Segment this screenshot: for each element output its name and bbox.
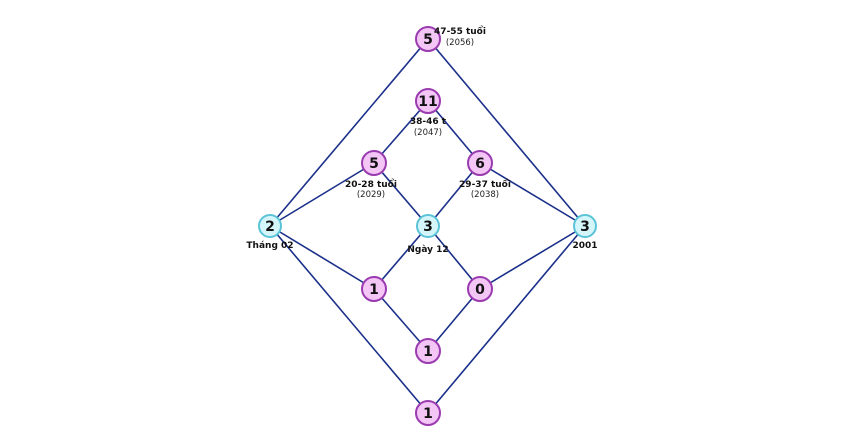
edge-inner-right-right bbox=[479, 162, 586, 227]
node-inner-top: 11 38-46 t(2047) bbox=[410, 88, 447, 138]
node-sublabel: (2056) bbox=[446, 38, 474, 48]
edge-inner-top-inner-right bbox=[427, 100, 481, 164]
node-circle bbox=[416, 214, 440, 238]
node-circle bbox=[361, 150, 387, 176]
edge-top-right bbox=[427, 38, 586, 227]
node-sublabel: (2047) bbox=[414, 128, 442, 138]
node-right: 3 2001 bbox=[572, 214, 598, 251]
node-bottom: 1 bbox=[415, 400, 441, 426]
node-value: 3 bbox=[580, 219, 590, 235]
node-value: 3 bbox=[423, 219, 433, 235]
node-circle bbox=[467, 276, 493, 302]
node-lower-right: 0 bbox=[467, 276, 493, 302]
edge-left-bottom bbox=[269, 225, 429, 414]
node-inner-left: 5 20-28 tuổi(2029) bbox=[345, 150, 397, 200]
node-value: 2 bbox=[265, 219, 275, 235]
node-circle bbox=[258, 214, 282, 238]
node-label: Ngày 12 bbox=[407, 245, 448, 255]
node-inner-bottom: 1 bbox=[415, 338, 441, 364]
node-label: 29-37 tuổi bbox=[459, 178, 511, 190]
edge-left-lower-left bbox=[269, 225, 375, 290]
node-circle bbox=[415, 400, 441, 426]
node-circle bbox=[415, 88, 441, 114]
node-value: 1 bbox=[369, 282, 379, 298]
edge-inner-left-center bbox=[373, 162, 429, 227]
node-value: 1 bbox=[423, 406, 433, 422]
node-circle bbox=[467, 150, 493, 176]
edges-layer bbox=[269, 38, 586, 414]
node-value: 1 bbox=[423, 344, 433, 360]
edge-left-inner-left bbox=[269, 162, 375, 227]
node-value: 0 bbox=[475, 282, 485, 298]
edge-lower-left-inner-bottom bbox=[373, 288, 429, 352]
edge-inner-bottom-lower-right bbox=[427, 288, 481, 352]
node-label: 47-55 tuổi bbox=[434, 25, 486, 37]
edge-center-lower-left bbox=[373, 225, 429, 290]
node-value: 11 bbox=[418, 94, 437, 110]
edge-left-top bbox=[269, 38, 429, 227]
node-circle bbox=[415, 26, 441, 52]
node-value: 5 bbox=[423, 32, 433, 48]
edge-bottom-right bbox=[427, 225, 586, 414]
edge-center-inner-right bbox=[427, 162, 481, 227]
node-circle bbox=[573, 214, 597, 238]
node-lower-left: 1 bbox=[361, 276, 387, 302]
node-value: 5 bbox=[369, 156, 379, 172]
node-circle bbox=[415, 338, 441, 364]
node-sublabel: (2038) bbox=[471, 190, 499, 200]
node-label: 38-46 t bbox=[410, 117, 447, 127]
node-value: 6 bbox=[475, 156, 485, 172]
edge-center-lower-right bbox=[427, 225, 481, 290]
node-inner-right: 6 29-37 tuổi(2038) bbox=[459, 150, 511, 200]
node-label: 20-28 tuổi bbox=[345, 178, 397, 190]
node-sublabel: (2029) bbox=[357, 190, 385, 200]
edge-lower-right-right bbox=[479, 225, 586, 290]
node-label: Tháng 02 bbox=[246, 241, 293, 251]
node-circle bbox=[361, 276, 387, 302]
node-label: 2001 bbox=[572, 241, 597, 251]
edge-inner-left-inner-top bbox=[373, 100, 429, 164]
